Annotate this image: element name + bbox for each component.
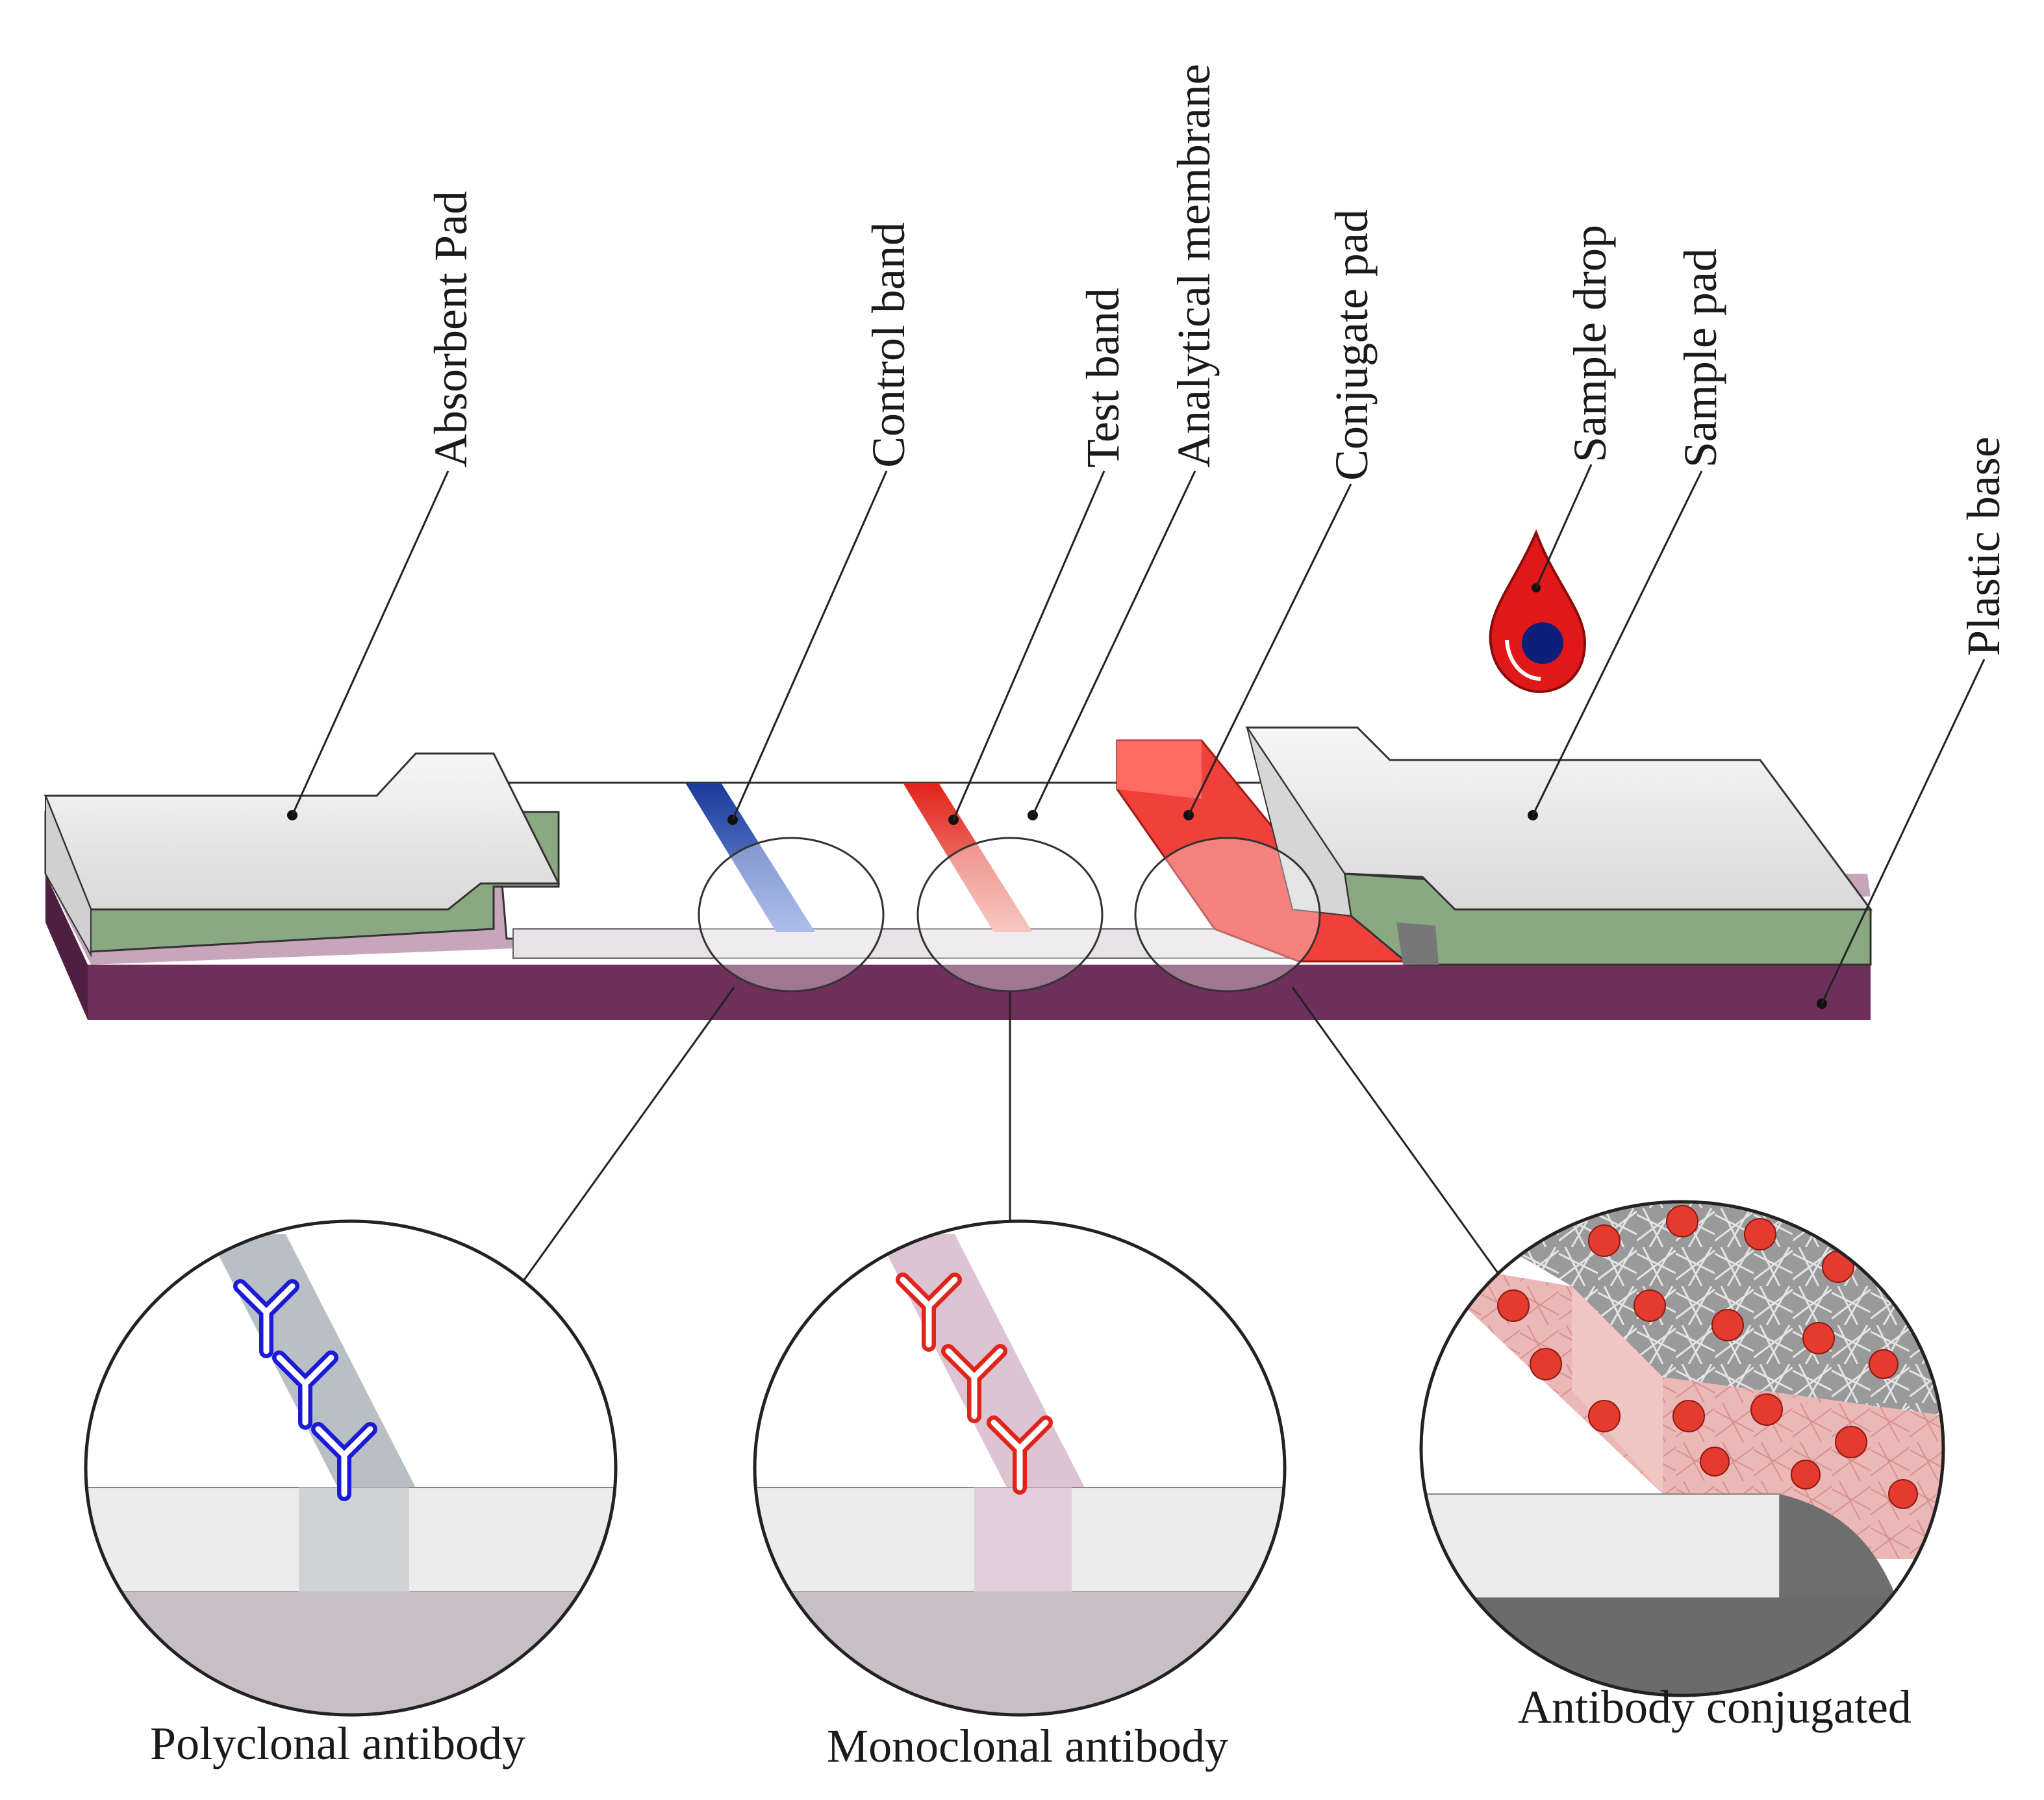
zoom-monoclonal: [753, 1219, 1287, 1717]
test-zoom-circle: [916, 837, 1104, 993]
label-sample-drop: Sample drop: [1564, 225, 1616, 463]
plastic-base-side: [45, 874, 88, 1020]
absorbent-pad-side: [45, 795, 92, 957]
vertical-labels: Absorbent Pad Control band Test band Ana…: [425, 64, 2010, 656]
leader-lines: [291, 464, 1986, 1287]
conjugate-pad-top: [1117, 741, 1202, 799]
label-absorbent-pad: Absorbent Pad: [425, 191, 477, 468]
label-conjugate-pad: Conjugate pad: [1326, 209, 1378, 481]
absorbent-pad: [44, 752, 561, 911]
label-control-band: Control band: [863, 222, 915, 468]
caption-monoclonal: Monoclonal antibody: [827, 1720, 1228, 1772]
label-sample-pad: Sample pad: [1674, 248, 1726, 468]
plastic-base: [88, 965, 1871, 1020]
control-zoom-circle: [698, 837, 885, 993]
label-plastic-base: Plastic base: [1958, 437, 2010, 656]
label-analytical-membrane: Analytical membrane: [1168, 64, 1220, 468]
test-band: [903, 783, 1033, 932]
test-strip: [44, 726, 1873, 1020]
zoom-conjugated: [1419, 1200, 1945, 1697]
sample-pad: [1245, 726, 1873, 911]
conjugate-zoom-circle: [1134, 837, 1321, 993]
sample-drop-icon: [1489, 529, 1587, 694]
label-test-band: Test band: [1077, 288, 1129, 468]
zoom-polyclonal: [84, 1219, 618, 1717]
caption-polyclonal: Polyclonal antibody: [150, 1718, 525, 1769]
sample-pad-side: [1246, 727, 1352, 917]
control-band: [685, 783, 815, 932]
sample-pad-gap: [1396, 922, 1439, 965]
caption-conjugated: Antibody conjugated: [1518, 1681, 1912, 1733]
